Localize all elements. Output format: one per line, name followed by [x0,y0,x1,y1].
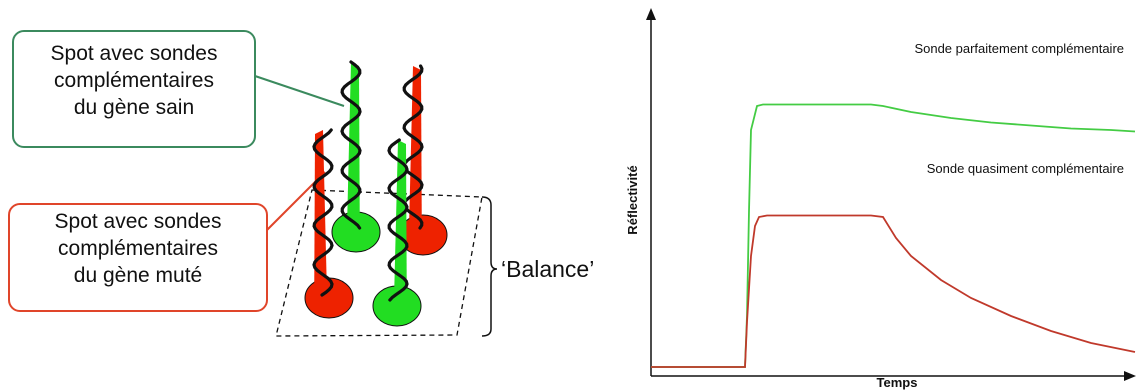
probe-mutated-back [398,64,448,256]
y-axis-label: Réflectivité [625,165,640,234]
probe-healthy-front-target-strand [387,138,409,302]
probe-mutated-front [304,128,354,319]
probe-group [304,60,448,327]
balance-bracket [481,196,498,337]
x-axis-label: Temps [877,375,918,390]
probe-mutated-back-strand [409,66,422,228]
series-line-0 [651,103,1136,368]
balance-label: ‘Balance’ [501,256,595,282]
probe-healthy-back [331,60,381,253]
series-lines [651,103,1136,368]
probe-healthy-back-target-strand [340,60,362,230]
chip-outline [275,189,483,337]
callout-healthy-line-3: du gène sain [73,96,195,119]
series-label-perfect: Sonde parfaitement complémentaire [914,41,1124,56]
probe-healthy-front [372,138,422,327]
series-label-near: Sonde quasiment complémentaire [927,161,1124,176]
callout-healthy-line-1: Spot avec sondes [50,42,218,65]
probe-mutated-front-spot [304,277,354,319]
x-axis-arrow [1124,371,1136,381]
callout-healthy-line-2: complémentaires [54,69,214,92]
callout-healthy-gene: Spot avec sondes complémentaires du gène… [12,30,256,148]
series-line-1 [651,214,1136,368]
callout-mutated-line-2: complémentaires [58,237,218,260]
callout-mutated-line-1: Spot avec sondes [54,210,222,233]
callout-healthy-pointer [254,75,345,107]
y-axis-arrow [646,8,656,20]
callout-mutated-line-3: du gène muté [73,264,203,287]
callout-mutated-gene: Spot avec sondes complémentaires du gène… [8,203,268,312]
probe-mutated-front-target-strand [312,128,334,297]
